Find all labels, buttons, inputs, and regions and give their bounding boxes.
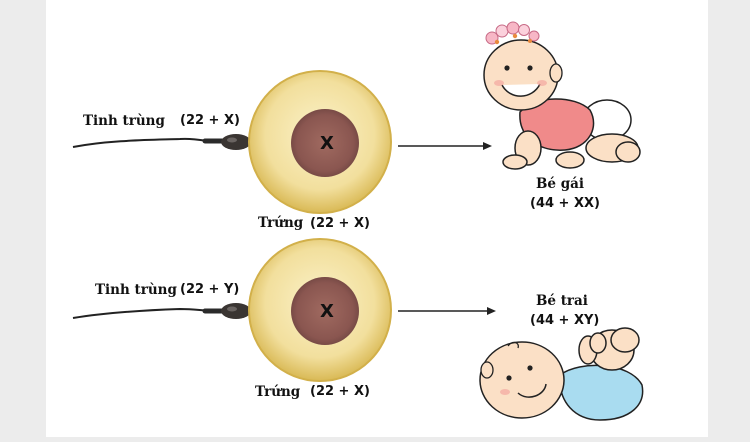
sperm-tail xyxy=(72,137,216,148)
sperm-chromosomes: (22 + Y) xyxy=(180,282,240,297)
baby-girl xyxy=(483,21,641,170)
row1-sperm xyxy=(72,134,251,150)
egg-label: Trứng xyxy=(255,384,301,400)
result-chromosomes: (44 + XY) xyxy=(530,313,600,328)
sperm-tail xyxy=(72,307,216,319)
egg-chromosomes: (22 + X) xyxy=(310,216,370,231)
egg-nucleus xyxy=(291,109,359,177)
sperm-chromosomes: (22 + X) xyxy=(180,113,240,128)
egg-nucleus xyxy=(291,277,359,345)
egg-label: Trứng xyxy=(258,215,304,231)
sperm-label: Tinh trùng xyxy=(95,282,177,298)
row2-arrow xyxy=(398,307,496,315)
result-chromosomes: (44 + XX) xyxy=(530,196,600,211)
result-title: Bé gái xyxy=(536,176,585,192)
baby-boy xyxy=(479,327,644,421)
egg-chromosomes: (22 + X) xyxy=(310,384,370,399)
row1-egg: X xyxy=(248,70,392,214)
nucleus-letter: X xyxy=(320,301,334,322)
row1-arrow xyxy=(398,142,492,150)
result-title: Bé trai xyxy=(536,293,588,309)
sperm-label: Tinh trùng xyxy=(83,113,165,129)
nucleus-letter: X xyxy=(320,133,334,154)
flower-crown-icon xyxy=(485,21,540,45)
row2-egg: X xyxy=(248,238,392,382)
row2-sperm xyxy=(72,303,251,319)
sperm-head xyxy=(221,134,251,150)
sperm-head xyxy=(221,303,251,319)
